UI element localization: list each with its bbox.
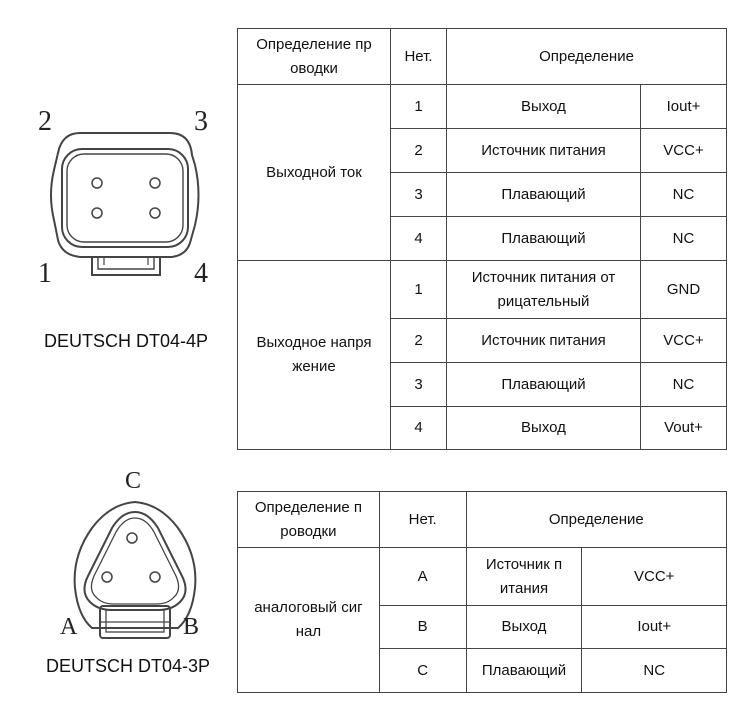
pin-num: 2 bbox=[390, 318, 447, 363]
table-row: 4 Выход Vout+ bbox=[238, 406, 727, 450]
pin-definition: Источник п итания bbox=[465, 547, 583, 606]
group-label-current: Выходной ток bbox=[237, 84, 391, 261]
pin-definition: Источник питания bbox=[446, 318, 641, 363]
table-row: B Выход Iout+ bbox=[238, 605, 727, 649]
pin-definition: Выход bbox=[465, 605, 583, 649]
pin-code: VCC+ bbox=[581, 547, 727, 606]
table-row: Выходное напря жение 1 Источник питания … bbox=[237, 260, 727, 450]
pin-label-c: C bbox=[125, 468, 142, 494]
table-row: C Плавающий NC bbox=[238, 648, 727, 693]
connector-3p-caption: DEUTSCH DT04-3P bbox=[46, 656, 211, 676]
pin-code: Iout+ bbox=[581, 605, 727, 649]
pin-definition: Выход bbox=[446, 406, 641, 450]
table-row: 2 Источник питания VCC+ bbox=[238, 128, 727, 173]
pin-code: NC bbox=[640, 172, 727, 217]
pin-definition: Выход bbox=[446, 84, 641, 129]
pin-definition: Плавающий bbox=[465, 648, 583, 693]
group-label-voltage: Выходное напря жение bbox=[237, 260, 391, 450]
pin-code: GND bbox=[640, 260, 727, 319]
pin-code: VCC+ bbox=[640, 318, 727, 363]
pin-label-3: 3 bbox=[194, 106, 208, 137]
table-row: Выходной ток 1 Выход Iout+ bbox=[237, 84, 727, 261]
pin-definition: Источник питания от рицательный bbox=[446, 260, 641, 319]
pin-num: 2 bbox=[390, 128, 447, 173]
pin-num: C bbox=[378, 648, 467, 693]
pin-definition: Источник питания bbox=[446, 128, 641, 173]
pinout-table-4p: Определение пр оводки Нет. Определение В… bbox=[237, 28, 727, 450]
table-row: аналоговый сиг нал A Источник п итания V… bbox=[237, 547, 727, 693]
pin-definition: Плавающий bbox=[446, 172, 641, 217]
pin-label-1: 1 bbox=[38, 258, 52, 289]
header-definition: Определение bbox=[446, 28, 727, 85]
table-header-row: Определение пр оводки Нет. Определение bbox=[237, 28, 727, 85]
header-num: Нет. bbox=[390, 28, 447, 85]
dt04-4p-connector-diagram bbox=[50, 132, 200, 276]
dt04-3p-connector-diagram bbox=[73, 500, 197, 639]
pin-num: 4 bbox=[390, 216, 447, 261]
header-definition: Определение bbox=[465, 491, 728, 548]
pin-num: 1 bbox=[390, 84, 447, 129]
pin-num: B bbox=[378, 605, 467, 649]
pin-num: 3 bbox=[390, 172, 447, 217]
header-wiring: Определение пр оводки bbox=[237, 28, 391, 85]
pin-label-b: B bbox=[183, 614, 200, 640]
group-label-analog: аналоговый сиг нал bbox=[237, 547, 380, 693]
header-num: Нет. bbox=[378, 491, 467, 548]
pin-code: NC bbox=[640, 362, 727, 407]
pin-code: NC bbox=[640, 216, 727, 261]
pin-definition: Плавающий bbox=[446, 216, 641, 261]
connector-4p-caption: DEUTSCH DT04-4P bbox=[44, 331, 209, 351]
table-header-row: Определение п роводки Нет. Определение bbox=[237, 491, 728, 548]
pin-code: Vout+ bbox=[640, 406, 727, 450]
pin-label-2: 2 bbox=[38, 106, 52, 137]
pin-num: 4 bbox=[390, 406, 447, 450]
table-row: 3 Плавающий NC bbox=[238, 362, 727, 407]
pin-definition: Плавающий bbox=[446, 362, 641, 407]
pin-num: 3 bbox=[390, 362, 447, 407]
pin-label-4: 4 bbox=[194, 258, 208, 289]
pinout-table-3p: Определение п роводки Нет. Определение а… bbox=[237, 491, 728, 693]
header-wiring: Определение п роводки bbox=[237, 491, 380, 548]
pin-code: NC bbox=[581, 648, 727, 693]
pin-num: A bbox=[378, 547, 467, 606]
pin-num: 1 bbox=[390, 260, 447, 319]
pin-label-a: A bbox=[60, 614, 78, 640]
pin-code: Iout+ bbox=[640, 84, 727, 129]
pin-code: VCC+ bbox=[640, 128, 727, 173]
